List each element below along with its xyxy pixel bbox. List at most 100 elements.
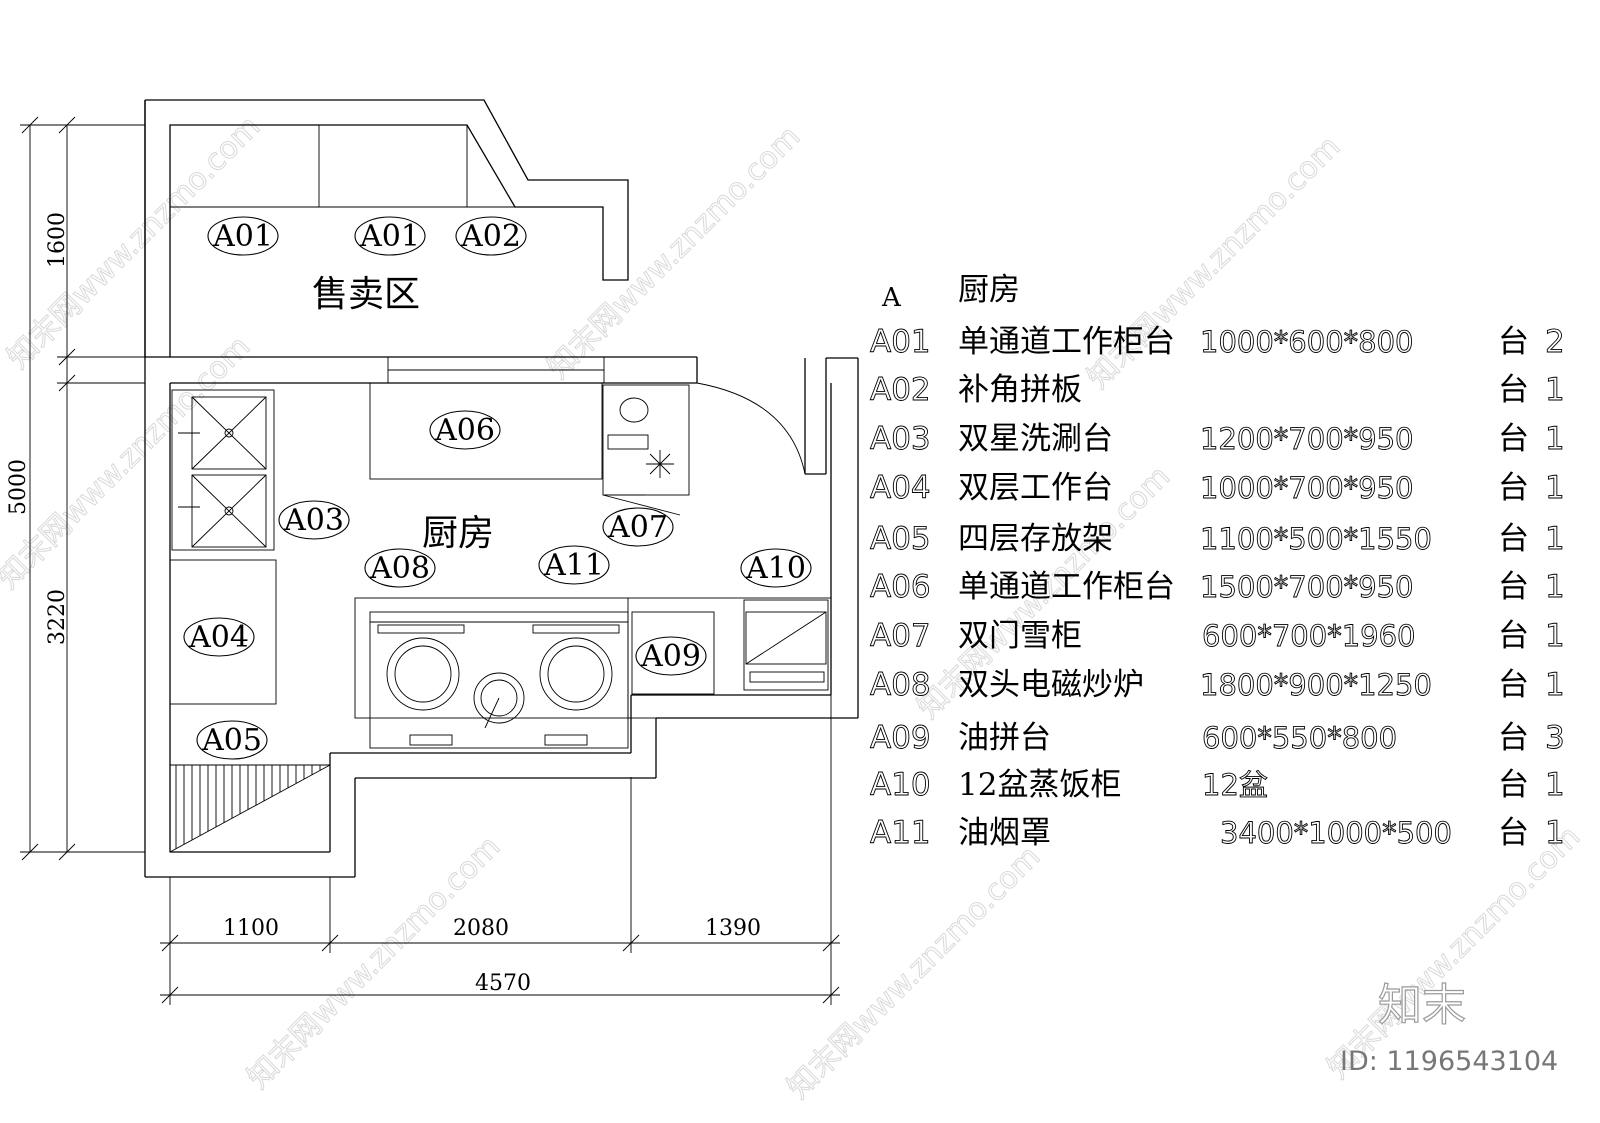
svg-text:A11: A11 — [543, 548, 604, 583]
tag-a08: A08 — [364, 548, 436, 588]
svg-text:A02: A02 — [460, 219, 521, 254]
brand-watermark: 知末 — [1378, 980, 1466, 1031]
svg-text:A04: A04 — [188, 620, 249, 655]
legend-item-unit: 台 — [1498, 421, 1529, 457]
steamer-a10 — [743, 599, 829, 691]
legend-item-qty: 1 — [1545, 569, 1565, 605]
legend-item-unit: 台 — [1498, 720, 1529, 756]
equipment-tags: A01 A01 A02 A06 A03 A07 A08 A11 A10 A04 … — [183, 216, 812, 760]
legend-item-spec: 1200*700*950 — [1200, 422, 1414, 456]
legend-item-spec: 1500*700*950 — [1200, 570, 1414, 604]
legend-item-qty: 1 — [1545, 767, 1565, 803]
sink-a03 — [171, 389, 275, 551]
svg-text:A03: A03 — [283, 503, 344, 538]
dimension-1390: 1390 — [705, 916, 761, 941]
tag-a03: A03 — [278, 500, 350, 540]
tag-a09: A09 — [635, 636, 707, 676]
legend-item-code: A02 — [870, 372, 931, 408]
room-label-kitchen: 厨房 — [422, 513, 494, 554]
legend-item-name: 单通道工作柜台 — [958, 324, 1175, 360]
legend-item-code: A05 — [870, 521, 931, 557]
tag-a01: A01 — [207, 216, 279, 256]
legend-item-spec: 1800*900*1250 — [1200, 668, 1432, 702]
tag-a07: A07 — [602, 507, 674, 547]
legend-item-code: A08 — [870, 667, 931, 703]
legend-item-qty: 1 — [1545, 815, 1565, 851]
legend-item-spec: 1000*700*950 — [1200, 471, 1414, 505]
image-id-label: ID: 1196543104 — [1340, 1046, 1558, 1077]
svg-text:A08: A08 — [369, 551, 430, 586]
legend-item-unit: 台 — [1498, 470, 1529, 506]
legend-item-name: 双层工作台 — [958, 470, 1113, 506]
legend-item-code: A01 — [870, 324, 931, 360]
dimension-4570: 4570 — [475, 971, 531, 996]
svg-text:A01: A01 — [212, 219, 273, 254]
tag-a04: A04 — [183, 617, 255, 657]
legend-item-spec: 600*700*1960 — [1202, 619, 1416, 653]
tag-a02: A02 — [455, 216, 527, 256]
dimensions: 1600 5000 3220 1100 2080 1390 4570 — [6, 116, 840, 1005]
legend-item-name: 12盆蒸饭柜 — [958, 767, 1121, 803]
sales-counters — [170, 125, 515, 208]
legend-item-spec: 12盆 — [1202, 768, 1268, 802]
dimension-3220: 3220 — [45, 589, 70, 645]
legend-item-name: 双头电磁炒炉 — [958, 667, 1144, 703]
legend-item-spec: 1100*500*1550 — [1200, 522, 1432, 556]
legend-item-name: 油拼台 — [958, 720, 1051, 756]
dimension-5000: 5000 — [6, 459, 31, 515]
svg-text:A05: A05 — [201, 723, 262, 758]
legend-item-unit: 台 — [1498, 667, 1529, 703]
watermark-text: 知末网www.znzmo.com — [241, 829, 507, 1095]
legend-item-spec: 1000*600*800 — [1200, 325, 1414, 359]
legend-item-unit: 台 — [1498, 521, 1529, 557]
watermark-layer: 知末网www.znzmo.com 知末网www.znzmo.com 知末网www… — [0, 109, 1588, 1106]
legend-item-name: 四层存放架 — [958, 521, 1113, 557]
svg-text:A06: A06 — [434, 413, 495, 448]
work-table-a04 — [169, 559, 277, 705]
legend-item-spec: 600*550*800 — [1202, 721, 1397, 755]
legend-item-code: A04 — [870, 470, 931, 506]
legend-item-qty: 1 — [1545, 618, 1565, 654]
legend-item-unit: 台 — [1498, 618, 1529, 654]
dimension-1100: 1100 — [223, 916, 279, 941]
tag-a11: A11 — [538, 545, 610, 585]
legend-item-code: A10 — [870, 767, 931, 803]
dimension-2080: 2080 — [453, 916, 509, 941]
watermark-text: 知末网www.znzmo.com — [781, 839, 1047, 1105]
legend-item-unit: 台 — [1498, 569, 1529, 605]
legend-item-qty: 1 — [1545, 372, 1565, 408]
svg-text:A10: A10 — [745, 551, 806, 586]
legend-item-unit: 台 — [1498, 324, 1529, 360]
induction-stove-a08 — [369, 611, 629, 749]
legend-item-qty: 1 — [1545, 667, 1565, 703]
legend-item-unit: 台 — [1498, 372, 1529, 408]
legend-header-code: A — [881, 283, 902, 313]
tag-a05: A05 — [196, 720, 268, 760]
storage-rack-a05 — [169, 764, 331, 853]
legend-item-qty: 1 — [1545, 470, 1565, 506]
dimension-1600: 1600 — [45, 212, 70, 268]
legend-item-unit: 台 — [1498, 815, 1529, 851]
watermark-text: 知末网www.znzmo.com — [541, 119, 807, 385]
counter-a06 — [369, 382, 603, 480]
legend-item-spec: 3400*1000*500 — [1220, 816, 1452, 850]
legend-header-title: 厨房 — [958, 272, 1020, 308]
tag-a01: A01 — [354, 216, 426, 256]
legend-item-name: 双星洗涮台 — [958, 421, 1113, 457]
legend-item-name: 油烟罩 — [958, 815, 1051, 851]
legend-item-unit: 台 — [1498, 767, 1529, 803]
svg-text:A09: A09 — [640, 639, 701, 674]
legend-item-code: A11 — [870, 815, 931, 851]
watermark-text: 知末网www.znzmo.com — [0, 329, 257, 595]
tag-a06: A06 — [429, 410, 501, 450]
